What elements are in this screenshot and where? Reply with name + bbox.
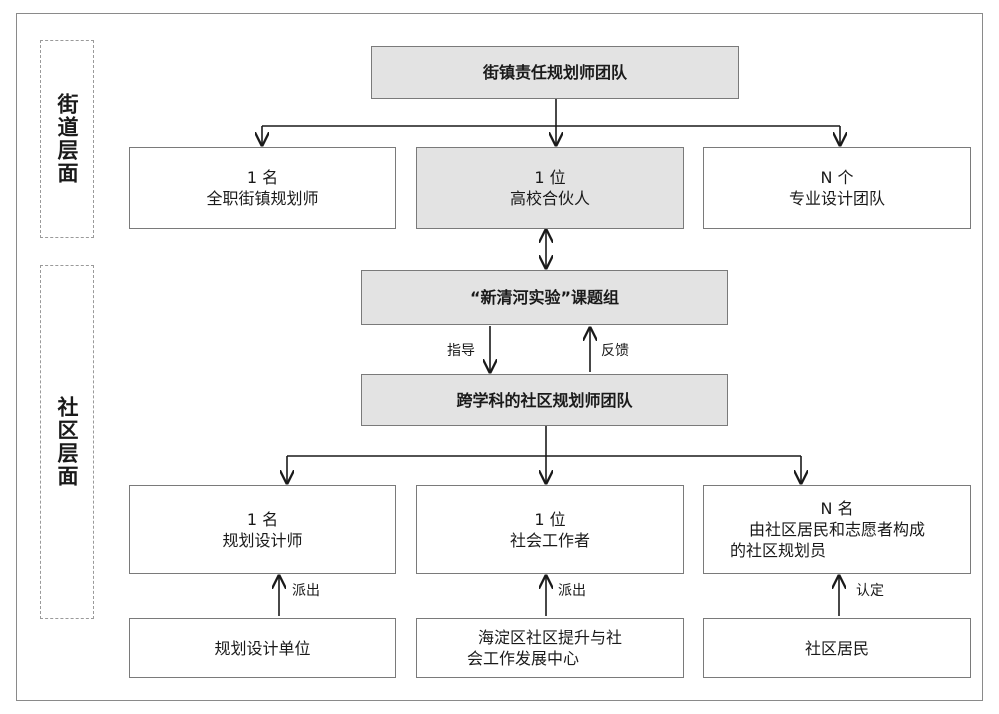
planning-designer-count: 1 名 (246, 509, 279, 529)
full-time-planner-count: 1 名 (246, 168, 279, 187)
community-planner-team-title: 跨学科的社区规划师团队 (456, 390, 633, 410)
street-level-text: 街道层面 (55, 93, 79, 185)
university-partner-box: 1 位 高校合伙人 (416, 147, 684, 229)
street-level-label: 街道层面 (40, 40, 94, 238)
street-planner-team-title: 街镇责任规划师团队 (482, 63, 627, 82)
university-partner-count: 1 位 (534, 168, 566, 187)
social-worker-box: 1 位 社会工作者 (416, 485, 684, 574)
planning-designer-label: 规划设计师 (222, 530, 303, 550)
project-group-box: “新清河实验”课题组 (361, 270, 728, 325)
community-residents-label: 社区居民 (804, 638, 869, 658)
social-worker-count: 1 位 (534, 509, 566, 529)
feedback-label: 反馈 (601, 343, 629, 359)
university-partner-label: 高校合伙人 (509, 189, 590, 208)
community-residents-box: 社区居民 (703, 618, 971, 678)
community-planner-team-box: 跨学科的社区规划师团队 (361, 374, 728, 426)
diagram-frame (16, 13, 983, 701)
design-team-box: N 个 专业设计团队 (703, 147, 971, 229)
dispatch-label-2: 派出 (558, 583, 586, 599)
resident-planner-label-2: 的社区规划员 (730, 541, 827, 560)
planning-designer-box: 1 名 规划设计师 (129, 485, 396, 574)
resident-planner-count: N 名 (820, 499, 854, 518)
design-institute-label: 规划设计单位 (214, 638, 311, 658)
social-work-center-label-2: 会工作发展中心 (467, 649, 580, 668)
community-level-label: 社区层面 (40, 265, 94, 619)
design-institute-box: 规划设计单位 (129, 618, 396, 678)
full-time-planner-box: 1 名 全职街镇规划师 (129, 147, 396, 229)
street-planner-team-box: 街镇责任规划师团队 (371, 46, 739, 99)
social-worker-label: 社会工作者 (509, 530, 590, 550)
recognize-label: 认定 (856, 583, 884, 599)
resident-planner-label-1: 由社区居民和志愿者构成 (748, 520, 925, 539)
project-group-title: “新清河实验”课题组 (469, 288, 620, 307)
full-time-planner-label: 全职街镇规划师 (206, 189, 319, 208)
social-work-center-label-1: 海淀区社区提升与社 (477, 628, 622, 647)
community-level-text: 社区层面 (55, 396, 79, 488)
guide-label: 指导 (447, 343, 475, 359)
resident-planner-box: N 名 由社区居民和志愿者构成 的社区规划员 (703, 485, 971, 574)
dispatch-label-1: 派出 (292, 583, 320, 599)
design-team-count: N 个 (820, 168, 854, 187)
social-work-center-box: 海淀区社区提升与社 会工作发展中心 (416, 618, 684, 678)
design-team-label: 专业设计团队 (788, 189, 885, 208)
